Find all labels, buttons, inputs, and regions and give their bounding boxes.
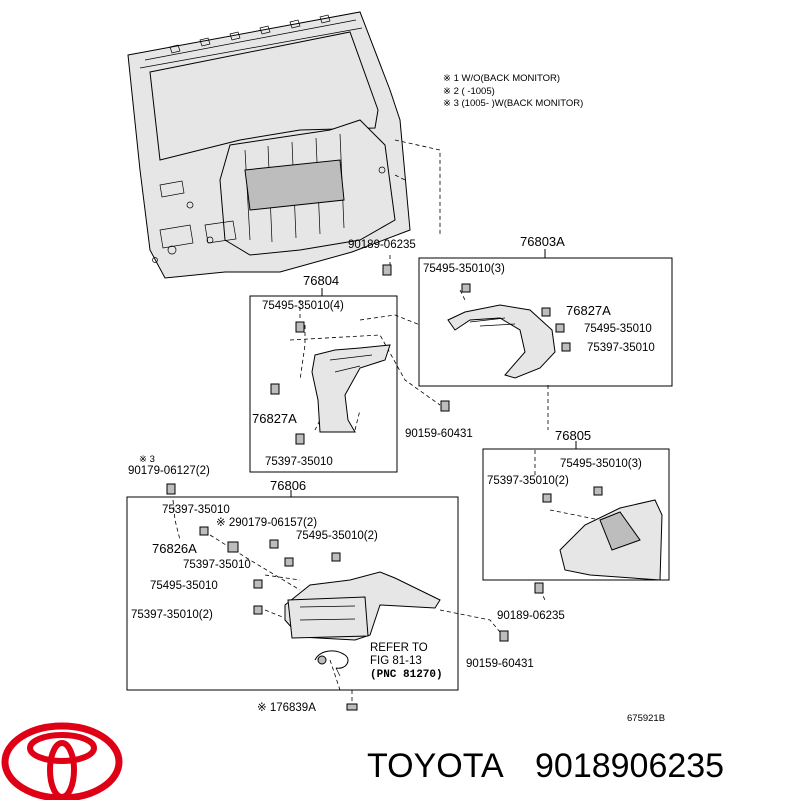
label-75495-4: 75495-35010(4) — [262, 300, 344, 312]
group-title-76803A: 76803A — [520, 234, 565, 249]
clip-76827A-right — [541, 307, 551, 317]
label-76827A-left: 76827A — [252, 411, 297, 426]
clip-75495-76804 — [295, 321, 305, 333]
clip-90179 — [166, 483, 176, 495]
group-title-76805: 76805 — [555, 428, 591, 443]
label-290179: ※ 290179-06157(2) — [216, 517, 317, 529]
fasteners — [166, 264, 603, 711]
clip-76827A-left — [270, 383, 280, 395]
note-2: ※ 2 ( -1005) — [443, 86, 495, 97]
screw-90159-mid — [440, 400, 450, 412]
group-title-76804: 76804 — [303, 273, 339, 288]
label-75495-76806: 75495-35010 — [150, 580, 218, 592]
label-75397-mid: 75397-35010 — [265, 456, 333, 468]
clip-75397-76804 — [295, 433, 305, 445]
label-75397-2-a: 75397-35010(2) — [487, 475, 569, 487]
label-refer-line-2: FIG 81-13 — [370, 655, 422, 667]
label-star3: ※ 3 — [139, 454, 155, 465]
clip-90189-top — [382, 264, 392, 276]
label-75495-3-b: 75495-35010(3) — [560, 458, 642, 470]
group-title-76806: 76806 — [270, 478, 306, 493]
label-90159-mid: 90159-60431 — [405, 428, 473, 440]
clip-76839A — [346, 703, 358, 711]
brand-name: TOYOTA — [367, 747, 504, 785]
clip-75495-76803A — [461, 283, 471, 293]
label-refer-line-3: (PNC 81270) — [370, 669, 443, 681]
garnish-76803A — [447, 304, 556, 379]
clip-75495-76806-a — [331, 552, 341, 562]
label-75495-2: 75495-35010(2) — [296, 530, 378, 542]
label-75397-76806-top: 75397-35010 — [162, 504, 230, 516]
wire-harness — [314, 650, 349, 669]
garnish-76804 — [311, 344, 391, 433]
group-box-76804 — [249, 295, 398, 473]
clip-90189-bottom — [534, 582, 544, 594]
label-refer-line-1: REFER TO — [370, 642, 428, 654]
part-labels: 90189-06235 75495-35010(3) 76827A 75495-… — [128, 239, 665, 724]
clip-75397-right — [561, 342, 571, 352]
label-76826A: 76826A — [152, 541, 197, 556]
part-number: 9018906235 — [535, 747, 724, 785]
label-75495-3-a: 75495-35010(3) — [423, 263, 505, 275]
toyota-logo-icon — [1, 722, 123, 800]
clip-75397-76806-b — [284, 557, 294, 567]
note-3: ※ 3 (1005- )W(BACK MONITOR) — [443, 98, 583, 109]
label-90159-bottom: 90159-60431 — [466, 658, 534, 670]
label-75397-right: 75397-35010 — [587, 342, 655, 354]
clip-75397-76805 — [542, 493, 552, 503]
drawing-number: 675921B — [627, 713, 665, 724]
label-75397-76806-b: 75397-35010 — [183, 559, 251, 571]
group-box-76806 — [126, 496, 459, 691]
back-door-panel — [127, 11, 411, 279]
label-90179-2: 90179-06127(2) — [128, 465, 210, 477]
label-76839A: ※ 176839A — [257, 702, 316, 714]
clip-76826A — [227, 541, 239, 553]
label-75397-2-b: 75397-35010(2) — [131, 609, 213, 621]
label-90189-bottom: 90189-06235 — [497, 610, 565, 622]
clip-75397-76806-c — [253, 605, 263, 615]
label-76827A-right: 76827A — [566, 303, 611, 318]
clip-75397-76806-top — [199, 526, 209, 536]
clip-75495-76805 — [593, 486, 603, 496]
clip-75495-76806-b — [253, 579, 263, 589]
label-90189-top: 90189-06235 — [348, 239, 416, 251]
clip-75495-right — [555, 323, 565, 333]
screw-90159-bottom — [499, 630, 509, 642]
note-1: ※ 1 W/O(BACK MONITOR) — [443, 73, 560, 84]
clip-290179 — [269, 539, 279, 549]
label-75495-right: 75495-35010 — [584, 323, 652, 335]
